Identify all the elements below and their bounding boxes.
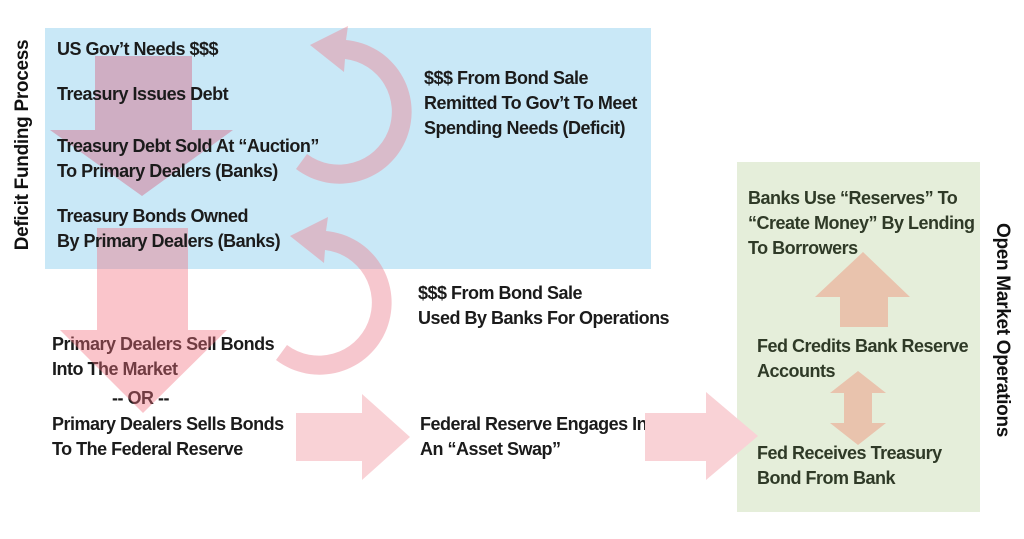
green-step-3: Fed Receives Treasury Bond From Bank (757, 443, 942, 488)
open-market-panel (737, 162, 980, 512)
blue-step-1: US Gov’t Needs $$$ (57, 39, 219, 59)
sell-to-fed-text: Primary Dealers Sells Bonds To The Feder… (52, 414, 284, 459)
deficit-funding-process-label: Deficit Funding Process (12, 39, 33, 251)
blue-step-2: Treasury Issues Debt (57, 84, 229, 104)
or-separator-text: -- OR -- (112, 388, 169, 408)
bond-sale-to-govt-text: $$$ From Bond Sale Remitted To Gov’t To … (424, 68, 637, 138)
asset-swap-text: Federal Reserve Engages In An “Asset Swa… (420, 414, 648, 459)
blue-step-3: Treasury Debt Sold At “Auction” To Prima… (57, 136, 319, 181)
green-step-1: Banks Use “Reserves” To “Create Money” B… (748, 188, 975, 258)
bond-sale-to-banks-text: $$$ From Bond Sale Used By Banks For Ope… (418, 283, 670, 328)
green-step-2: Fed Credits Bank Reserve Accounts (757, 336, 969, 381)
blue-step-4: Treasury Bonds Owned By Primary Dealers … (57, 206, 281, 251)
right-arrow-icon (296, 394, 410, 480)
sell-into-market-text: Primary Dealers Sell Bonds Into The Mark… (52, 334, 275, 379)
open-market-operations-label: Open Market Operations (992, 222, 1013, 438)
